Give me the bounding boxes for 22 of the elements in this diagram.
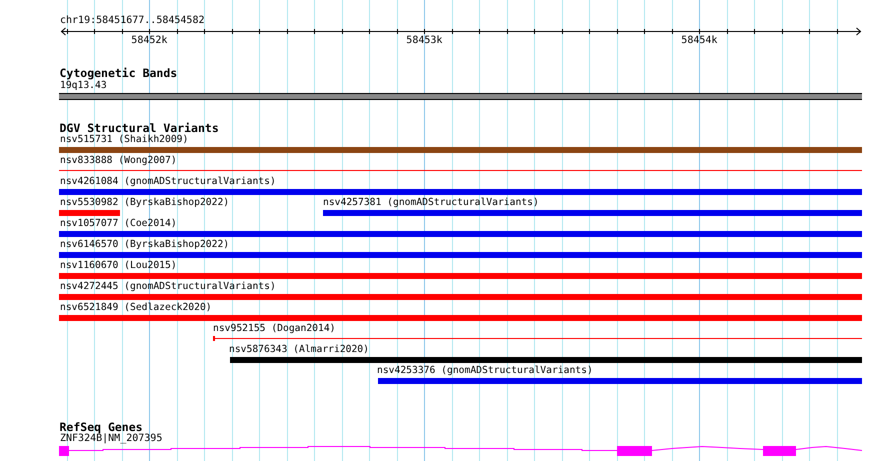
band-label: 19q13.43 <box>60 80 107 92</box>
feature-label: nsv4272445 (gnomADStructuralVariants) <box>60 281 276 293</box>
track-title: Cytogenetic Bands <box>60 66 178 80</box>
feature-label: nsv1160670 (Lou2015) <box>60 260 177 272</box>
gene-label: ZNF324B|NM_207395 <box>60 433 162 445</box>
tick-label: 58454k <box>681 34 718 47</box>
feature-label: nsv4261084 (gnomADStructuralVariants) <box>60 176 276 188</box>
feature-label: nsv1057077 (Coe2014) <box>60 218 177 230</box>
feature-label: nsv5530982 (ByrskaBishop2022) <box>60 197 230 209</box>
feature-label: nsv4253376 (gnomADStructuralVariants) <box>377 365 593 377</box>
genomic-position-label: chr19:58451677..58454582 <box>60 15 204 27</box>
feature-label: nsv6146570 (ByrskaBishop2022) <box>60 239 230 251</box>
feature-label: nsv952155 (Dogan2014) <box>213 323 336 335</box>
feature-label: nsv4257381 (gnomADStructuralVariants) <box>323 197 539 209</box>
feature-label: nsv6521849 (Sedlazeck2020) <box>60 302 212 314</box>
feature-label: nsv5876343 (Almarri2020) <box>229 344 369 356</box>
tick-label: 58452k <box>131 34 168 47</box>
tick-label: 58453k <box>406 34 442 47</box>
feature-label: nsv833888 (Wong2007) <box>60 155 177 167</box>
track-title: DGV Structural Variants <box>60 122 219 135</box>
track-title: RefSeq Genes <box>60 420 143 434</box>
feature-label: nsv515731 (Shaikh2009) <box>60 134 188 146</box>
